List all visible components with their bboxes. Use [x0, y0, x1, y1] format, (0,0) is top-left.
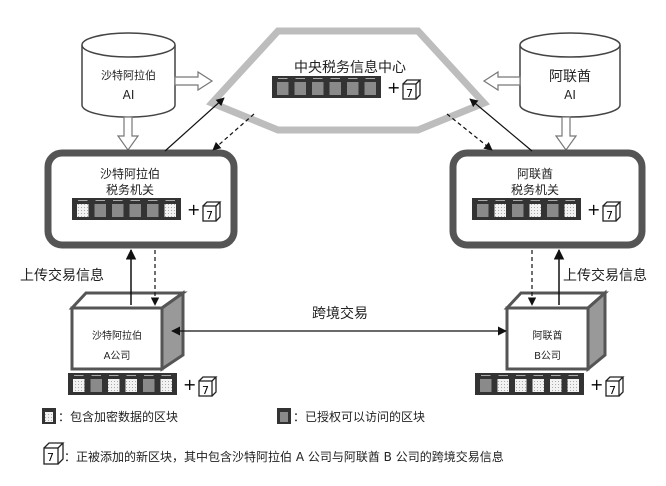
svg-text:7: 7: [406, 87, 413, 100]
arrow-center-to-uae-tax: [446, 113, 493, 151]
arrow-saudi-tax-to-center: [164, 97, 225, 152]
encrypted-block: [125, 379, 137, 392]
svg-text:7: 7: [609, 384, 616, 397]
uae-company-block-row: +7: [475, 373, 625, 397]
authorized-block: [347, 82, 359, 95]
svg-text:7: 7: [206, 209, 213, 222]
authorized-block: [147, 204, 159, 217]
authorized-block: [277, 82, 289, 95]
saudi-company-cube: [68, 290, 188, 372]
encrypted-block: [160, 379, 172, 392]
authorized-block: [477, 204, 489, 217]
saudi-tax-block-row: +7: [72, 198, 222, 222]
uae-tax-block-row: +7: [472, 198, 622, 222]
authorized-block: [294, 82, 306, 95]
saudi-ai-line1: 沙特阿拉伯: [101, 69, 156, 82]
uae-tax-line2: 税务机关: [510, 183, 559, 197]
encrypted-block: [550, 379, 562, 392]
saudi-tax-line1: 沙特阿拉伯: [99, 167, 160, 181]
legend-new-block: ：正被添加的新区块，其中包含沙特阿拉伯 A 公司与阿联酋 B 公司的跨境交易信息: [64, 450, 504, 464]
authorized-block: [312, 82, 324, 95]
encrypted-block: [564, 204, 576, 217]
new-block-icon: 7: [602, 201, 622, 222]
plus-sign: +: [590, 375, 603, 394]
uae-company-cube: [503, 289, 609, 373]
authorized-block: [90, 379, 102, 392]
uae-ai-line2: AI: [564, 88, 576, 102]
legend-authorized: ：已授权可以访问的区块: [293, 410, 426, 424]
encrypted-block: [497, 379, 509, 392]
encrypted-block: [77, 204, 89, 217]
authorized-block: [94, 204, 106, 217]
authorized-block: [112, 204, 124, 217]
encrypted-block: [529, 204, 541, 217]
plus-sign: +: [183, 375, 196, 394]
authorized-block: [129, 204, 141, 217]
uae-ai-line1: 阿联酋: [549, 69, 591, 85]
encrypted-block: [164, 204, 176, 217]
svg-text:7: 7: [202, 384, 209, 397]
uae-company-line1: 阿联酋: [532, 331, 563, 342]
saudi-ai-line2: AI: [122, 88, 135, 102]
uae-ai-cylinder: [519, 32, 621, 118]
encrypted-block: [108, 379, 120, 392]
authorized-block: [143, 379, 155, 392]
legend-encrypted: ：包含加密数据的区块: [58, 410, 179, 424]
plus-sign: +: [187, 200, 200, 219]
new-block-icon: 7: [402, 79, 422, 100]
saudi-company-block-row: +7: [68, 373, 218, 397]
arrow-uae-tax-to-center: [469, 98, 533, 152]
encrypted-block: [532, 379, 544, 392]
svg-text:7: 7: [606, 209, 613, 222]
arrow-center-to-saudi-tax: [212, 113, 255, 151]
upload-label-right: 上传交易信息: [563, 268, 647, 284]
encrypted-block: [494, 204, 506, 217]
cross-border-label: 跨境交易: [312, 306, 368, 322]
plus-sign: +: [387, 78, 400, 97]
new-block-icon: 7: [202, 201, 222, 222]
authorized-block: [364, 82, 376, 95]
authorized-block: [512, 204, 524, 217]
hollow-arrows: [116, 70, 578, 152]
upload-label-left: 上传交易信息: [20, 268, 104, 284]
new-block-icon: 7: [198, 376, 218, 397]
saudi-company-line2: A公司: [103, 351, 131, 362]
saudi-company-line1: 沙特阿拉伯: [92, 331, 142, 342]
saudi-tax-line2: 税务机关: [105, 183, 154, 197]
plus-sign: +: [587, 200, 600, 219]
authorized-block: [480, 379, 492, 392]
encrypted-block: [567, 379, 579, 392]
encrypted-block: [73, 379, 85, 392]
uae-company-line2: B公司: [534, 351, 561, 362]
uae-tax-line1: 阿联酋: [516, 167, 553, 181]
authorized-block: [547, 204, 559, 217]
saudi-ai-cylinder: [81, 32, 176, 118]
encrypted-block: [515, 379, 527, 392]
authorized-block: [329, 82, 341, 95]
central-label: 中央税务信息中心: [294, 60, 406, 76]
central-block-row: +7: [272, 76, 422, 100]
new-block-icon: 7: [605, 376, 625, 397]
